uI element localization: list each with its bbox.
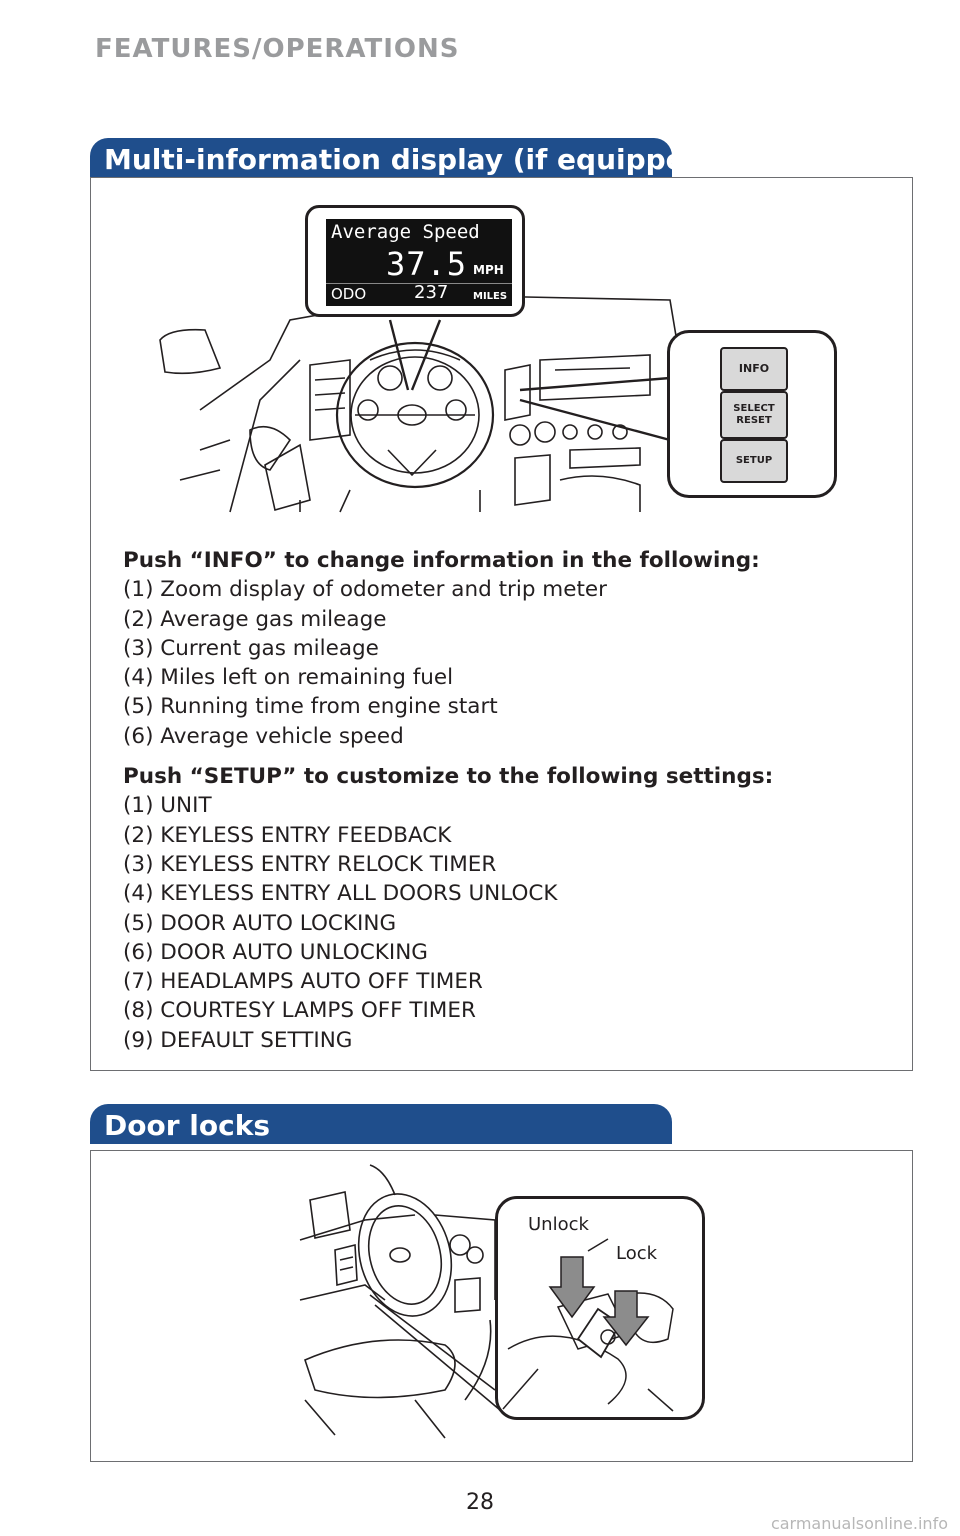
section-title-mid: Multi-information display (if equipped): [104, 143, 718, 176]
buttons-callout: INFO SELECT RESET SETUP: [667, 330, 837, 498]
odo-label: ODO: [331, 285, 367, 303]
setup-item: (6) DOOR AUTO UNLOCKING: [123, 939, 428, 965]
display-screen: Average Speed 37.5 MPH ODO 237 MILES: [326, 219, 512, 306]
page-number: 28: [466, 1490, 494, 1515]
reset-label: RESET: [736, 415, 772, 426]
info-item: (1) Zoom display of odometer and trip me…: [123, 577, 607, 603]
select-reset-button[interactable]: SELECT RESET: [720, 391, 788, 439]
info-item: (4) Miles left on remaining fuel: [123, 665, 454, 691]
lock-arrow-icon: [602, 1290, 650, 1347]
display-unit: MPH: [473, 263, 504, 277]
display-value: 37.5: [386, 245, 468, 283]
watermark: carmanualsonline.info: [770, 1514, 948, 1533]
odo-value: 237: [414, 282, 449, 303]
select-label: SELECT: [733, 403, 775, 414]
info-button[interactable]: INFO: [720, 347, 788, 391]
info-heading: Push “INFO” to change information in the…: [123, 548, 760, 573]
display-divider: [326, 283, 512, 284]
section-tab-mid: Multi-information display (if equipped): [90, 138, 718, 178]
odo-unit: MILES: [473, 291, 508, 302]
door-lock-switch-drawing: [502, 1238, 674, 1412]
setup-item: (7) HEADLAMPS AUTO OFF TIMER: [123, 969, 483, 995]
setup-item: (9) DEFAULT SETTING: [123, 1027, 353, 1053]
section-tab-door: Door locks: [90, 1104, 672, 1144]
info-item: (6) Average vehicle speed: [123, 723, 404, 749]
lock-label: Lock: [616, 1243, 658, 1264]
info-item: (2) Average gas mileage: [123, 606, 387, 632]
door-lock-callout: Unlock Lock: [495, 1196, 705, 1420]
info-item: (3) Current gas mileage: [123, 635, 379, 661]
setup-item: (2) KEYLESS ENTRY FEEDBACK: [123, 822, 452, 848]
setup-heading: Push “SETUP” to customize to the followi…: [123, 764, 774, 790]
setup-item: (8) COURTESY LAMPS OFF TIMER: [123, 998, 476, 1024]
setup-button[interactable]: SETUP: [720, 439, 788, 483]
setup-item: (3) KEYLESS ENTRY RELOCK TIMER: [123, 851, 497, 877]
setup-item: (5) DOOR AUTO LOCKING: [123, 910, 397, 936]
unlock-label: Unlock: [528, 1214, 589, 1235]
door-content-box: [90, 1150, 913, 1462]
unlock-arrow-icon: [548, 1256, 596, 1319]
mid-instructions: Push “INFO” to change information in the…: [123, 546, 883, 1055]
display-callout: Average Speed 37.5 MPH ODO 237 MILES: [305, 205, 525, 317]
section-title-door: Door locks: [104, 1109, 270, 1142]
display-mode: Average Speed: [331, 221, 480, 243]
dashboard-illustration: [159, 294, 681, 513]
info-item: (5) Running time from engine start: [123, 694, 498, 720]
setup-item: (1) UNIT: [123, 793, 212, 819]
mid-content-box: [90, 177, 913, 1071]
setup-item: (4) KEYLESS ENTRY ALL DOORS UNLOCK: [123, 881, 558, 907]
section-header: FEATURES/OPERATIONS: [95, 34, 460, 64]
